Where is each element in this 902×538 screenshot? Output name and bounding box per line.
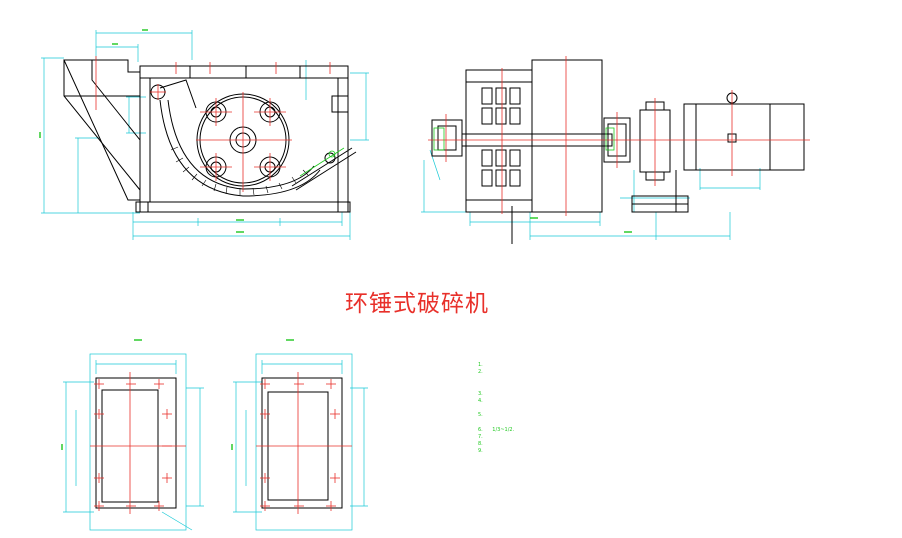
front-section-view — [41, 30, 369, 240]
dimension-text-marks — [39, 29, 632, 450]
drawing-title: 环锤式破碎机 — [345, 291, 489, 317]
side-elevation-view — [421, 56, 810, 244]
technical-notes: 1. 2. 3. 4. 5. 6. 1/3~1/2. 7. 8. 9. — [478, 362, 515, 455]
outlet-flange-view — [233, 353, 368, 531]
inlet-flange-view — [63, 353, 204, 531]
